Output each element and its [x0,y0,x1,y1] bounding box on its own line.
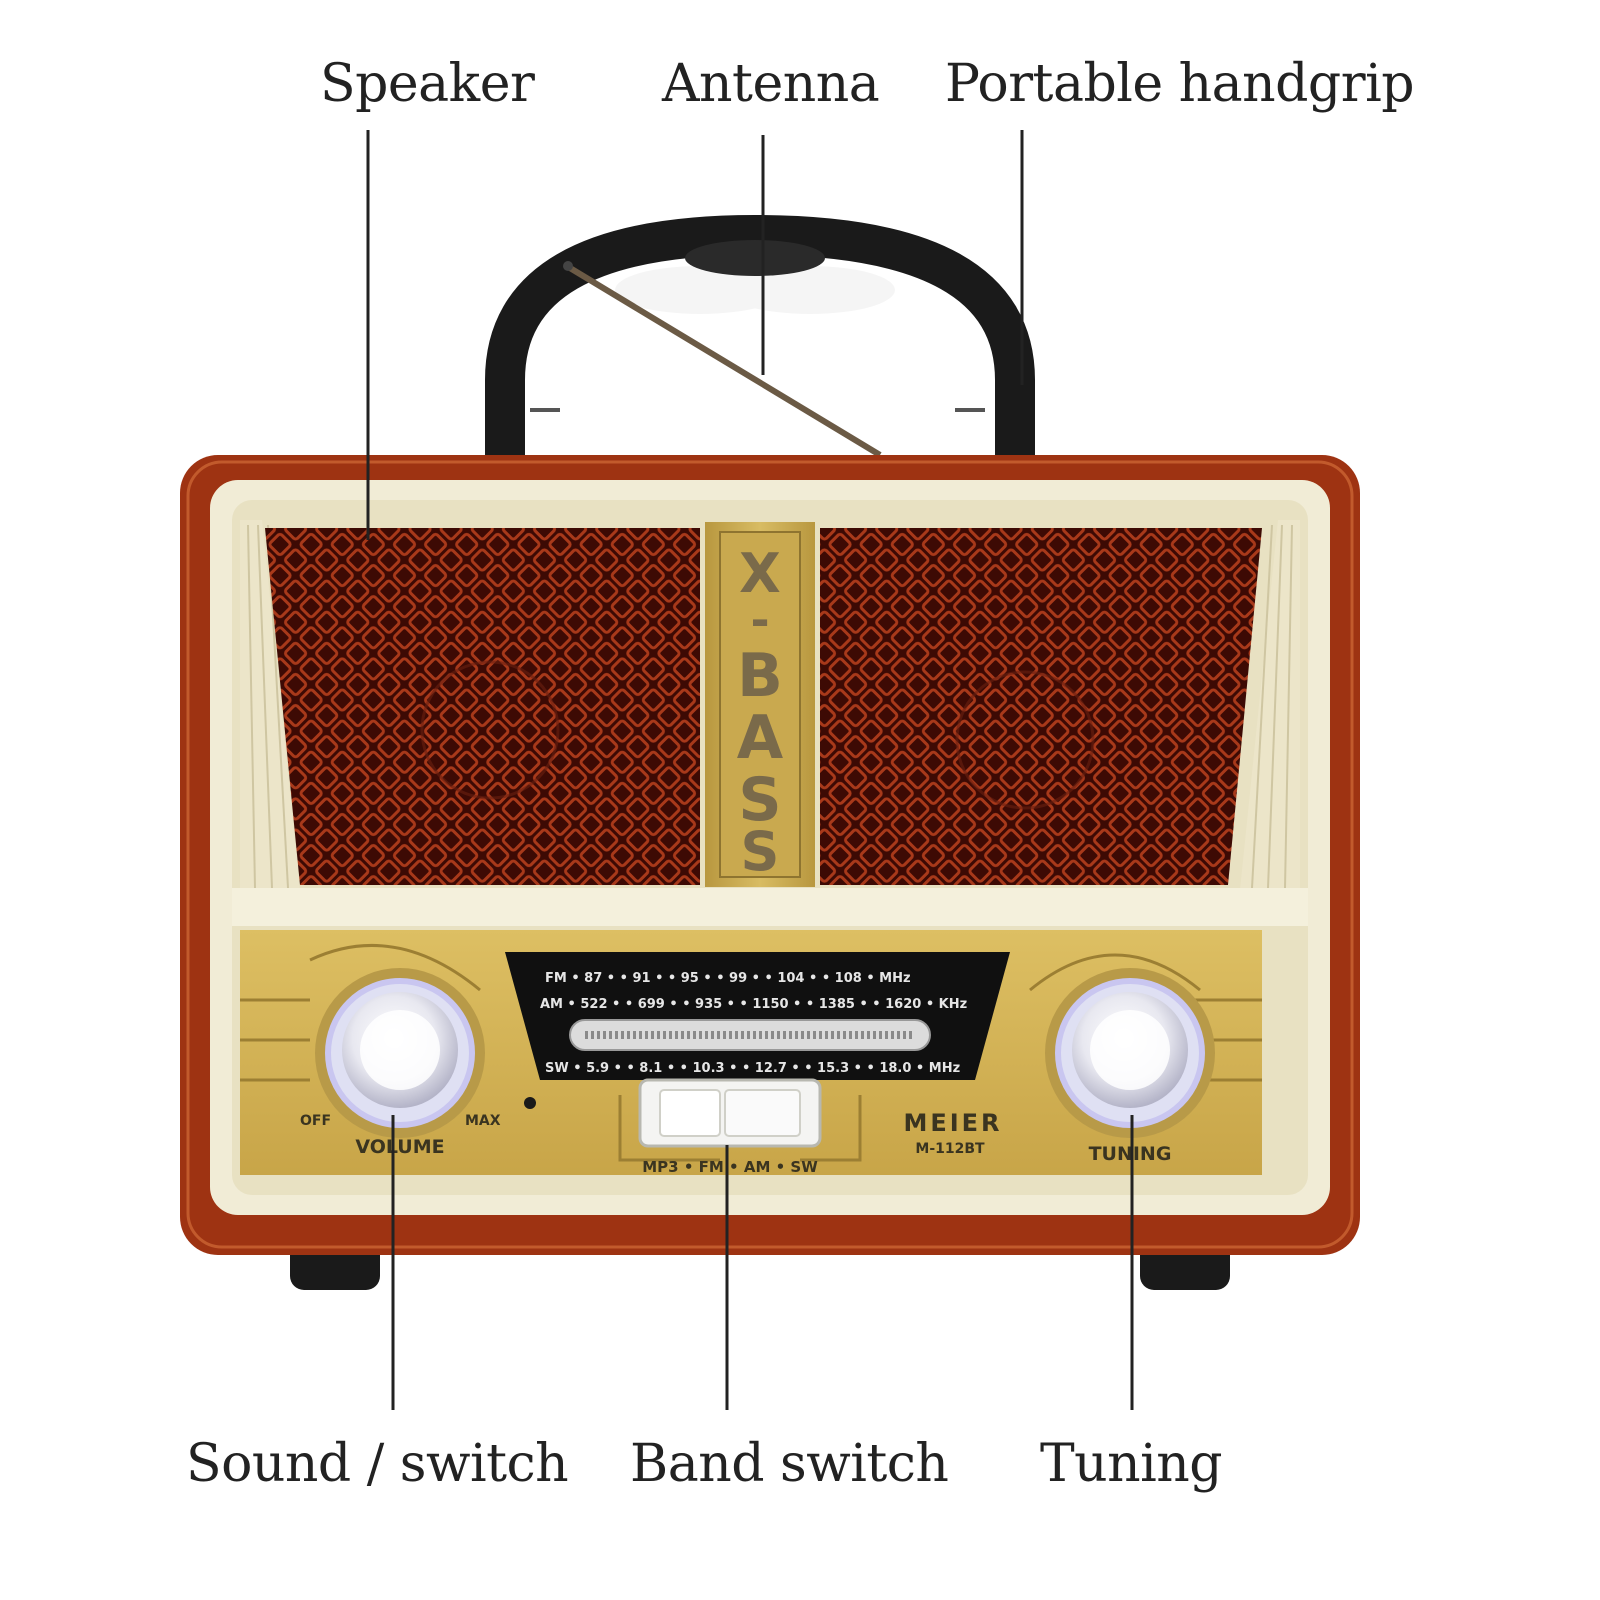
callout-speaker: Speaker [320,54,535,114]
fm-scale: FM • 87 • • 91 • • 95 • • 99 • • 104 • •… [545,971,911,986]
xbass-letter: S [741,820,780,883]
volume-label: VOLUME [355,1136,444,1158]
speaker-grille-left [265,528,700,885]
callout-band-switch: Band switch [630,1434,949,1494]
tuning-dial-display: FM • 87 • • 91 • • 95 • • 99 • • 104 • •… [505,952,1010,1080]
callout-tuning: Tuning [1040,1434,1223,1494]
handgrip [485,215,1035,455]
brand-label: MEIER [903,1109,1002,1137]
leader-lines [366,130,1134,1410]
tuning-label: TUNING [1089,1143,1172,1165]
am-scale: AM • 522 • • 699 • • 935 • • 1150 • • 13… [540,997,967,1012]
off-label: OFF [300,1113,331,1129]
max-label: MAX [465,1113,501,1129]
indicator-led [524,1097,536,1109]
xbass-letter: S [738,765,781,835]
sw-scale: SW • 5.9 • • 8.1 • • 10.3 • • 12.7 • • 1… [545,1061,960,1076]
xbass-letter: A [737,703,784,773]
callout-antenna: Antenna [662,54,880,114]
model-label: M-112BT [915,1141,985,1157]
xbass-letter: - [750,593,769,647]
tuning-knob[interactable] [1045,968,1215,1138]
band-modes-label: MP3 • FM • AM • SW [642,1158,818,1176]
ledge [232,888,1308,926]
callout-handgrip: Portable handgrip [945,54,1415,114]
volume-knob[interactable] [315,968,485,1138]
xbass-letter: B [737,641,783,711]
antenna [563,261,882,458]
callout-sound-switch: Sound / switch [186,1434,569,1494]
band-switch[interactable] [638,1078,822,1148]
speaker-grille-right [820,528,1262,885]
xbass-letter: X [739,542,781,605]
xbass-badge: X - B A S S [705,522,815,887]
